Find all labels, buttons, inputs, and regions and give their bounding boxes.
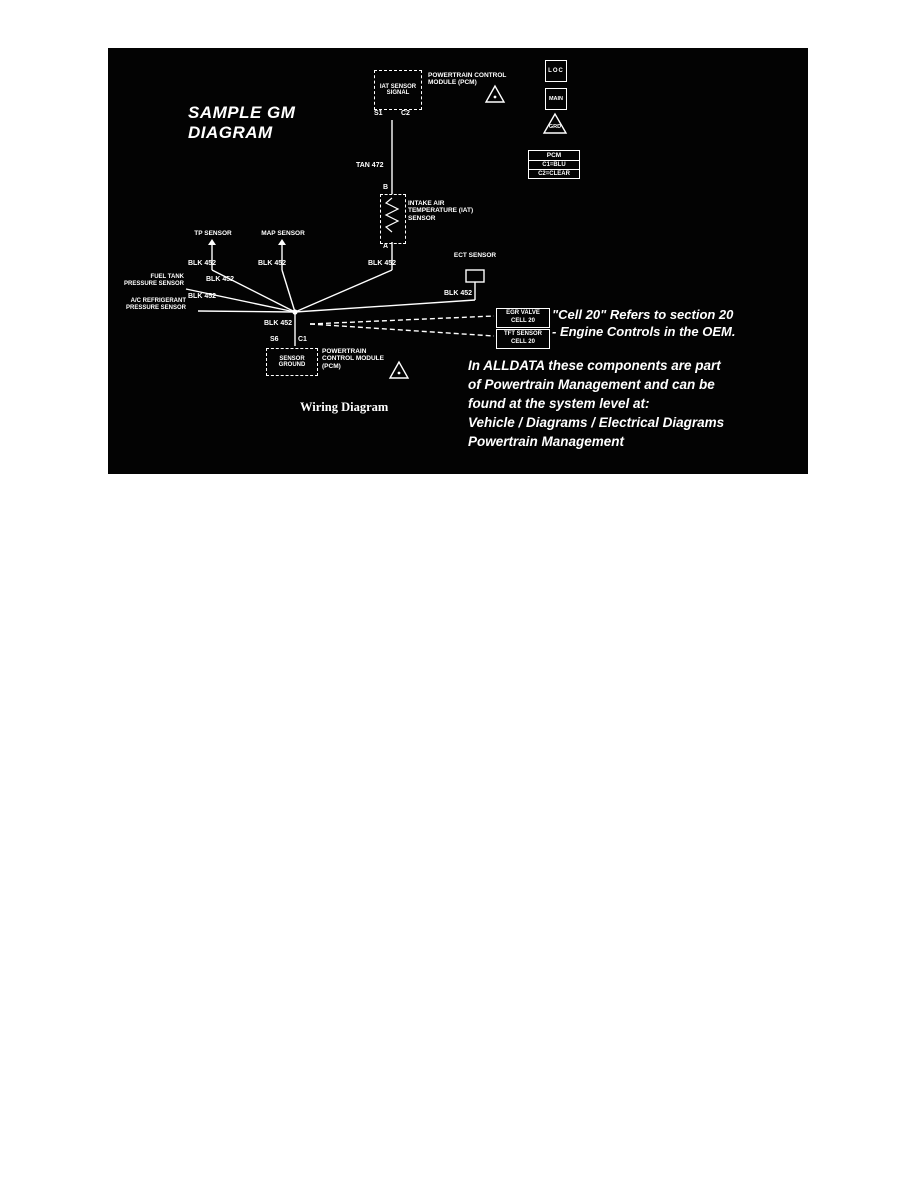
egr-valve-cell-box: EGR VALVE CELL 20 bbox=[496, 308, 550, 328]
wire-label-fuel: BLK 452 bbox=[206, 276, 235, 283]
iat-pin-b: B bbox=[383, 184, 389, 191]
diagram-title-line1: SAMPLE GM bbox=[188, 103, 296, 122]
wiring-diagram-caption: Wiring Diagram bbox=[300, 400, 389, 414]
ground-pin-s6: S6 bbox=[270, 336, 279, 343]
egr-valve-cell-line1: EGR VALVE bbox=[506, 310, 540, 316]
map-sensor-label: MAP SENSOR bbox=[261, 230, 305, 237]
alldata-note: In ALLDATA these components are part of … bbox=[468, 356, 798, 451]
ac-refrigerant-pressure-sensor-label: A/C REFRIGERANT PRESSURE SENSOR bbox=[125, 298, 186, 311]
grd-triangle-label: GRD bbox=[548, 124, 562, 130]
ground-pin-c1: C1 bbox=[298, 336, 307, 343]
ect-sensor-label: ECT SENSOR bbox=[453, 252, 497, 259]
pcm-pin-c2: C2 bbox=[401, 110, 410, 117]
alldata-note-line3: found at the system level at: bbox=[468, 396, 650, 411]
alldata-note-line1: In ALLDATA these components are part bbox=[468, 358, 721, 373]
diagram-title-line2: DIAGRAM bbox=[188, 122, 273, 142]
pcm-top-module-label: POWERTRAIN CONTROL MODULE (PCM) bbox=[428, 72, 507, 87]
wire-label-tp: BLK 452 bbox=[188, 260, 217, 267]
alldata-note-line2: of Powertrain Management and can be bbox=[468, 377, 715, 392]
iat-sensor-box bbox=[380, 194, 406, 244]
sensor-ground-label: SENSOR GROUND bbox=[278, 356, 306, 368]
wire-label-ac: BLK 452 bbox=[188, 293, 217, 300]
wiring-diagram-panel: SAMPLE GM DIAGRAM IAT SENSOR SIGNAL POWE… bbox=[108, 48, 808, 474]
fuel-tank-pressure-sensor-label: FUEL TANK PRESSURE SENSOR bbox=[123, 274, 184, 287]
tft-sensor-cell-box: TFT SENSOR CELL 20 bbox=[496, 329, 550, 349]
wire-label-ground: BLK 452 bbox=[264, 320, 293, 327]
wire-label-tan-472: TAN 472 bbox=[356, 162, 384, 169]
wire-label-ect: BLK 452 bbox=[444, 290, 473, 297]
diagram-title: SAMPLE GM DIAGRAM bbox=[188, 103, 295, 142]
iat-sensor-label: INTAKE AIR TEMPERATURE (IAT) SENSOR bbox=[408, 200, 474, 222]
main-legend-label: MAIN bbox=[548, 96, 564, 102]
pcm-connector-table: PCM C1=BLU C2=CLEAR bbox=[528, 150, 580, 179]
pcm-pin-s1: S1 bbox=[374, 110, 383, 117]
pcm-table-row-c2: C2=CLEAR bbox=[538, 171, 570, 177]
egr-valve-cell-line2: CELL 20 bbox=[511, 317, 535, 324]
loc-legend-icon: LOC bbox=[545, 60, 567, 82]
sensor-ground-box: SENSOR GROUND bbox=[266, 348, 318, 376]
loc-legend-label: LOC bbox=[548, 68, 564, 74]
alldata-note-line5: Powertrain Management bbox=[468, 434, 625, 449]
tft-sensor-cell-line1: TFT SENSOR bbox=[503, 331, 542, 337]
cell20-note-line1: "Cell 20" Refers to section 20 bbox=[552, 307, 734, 322]
pcm-table-row-c1: C1=BLU bbox=[529, 161, 579, 170]
iat-pin-a: A bbox=[383, 243, 389, 250]
tp-sensor-label: TP SENSOR bbox=[194, 230, 232, 237]
wiring-svg bbox=[185, 84, 568, 379]
tft-sensor-cell-line2: CELL 20 bbox=[511, 338, 535, 345]
cell20-reference-note: "Cell 20" Refers to section 20 - Engine … bbox=[552, 306, 802, 340]
pcm-bottom-module-label: POWERTRAIN CONTROL MODULE (PCM) bbox=[322, 348, 384, 370]
main-legend-icon: MAIN bbox=[545, 88, 567, 110]
wire-label-map: BLK 452 bbox=[258, 260, 287, 267]
cell20-note-line2: - Engine Controls in the OEM. bbox=[552, 324, 736, 339]
iat-sensor-signal-label: IAT SENSOR SIGNAL bbox=[379, 84, 417, 96]
iat-sensor-signal-box: IAT SENSOR SIGNAL bbox=[374, 70, 422, 110]
wire-label-iat: BLK 452 bbox=[368, 260, 397, 267]
pcm-table-header: PCM bbox=[529, 151, 579, 161]
alldata-note-line4: Vehicle / Diagrams / Electrical Diagrams bbox=[468, 415, 725, 430]
